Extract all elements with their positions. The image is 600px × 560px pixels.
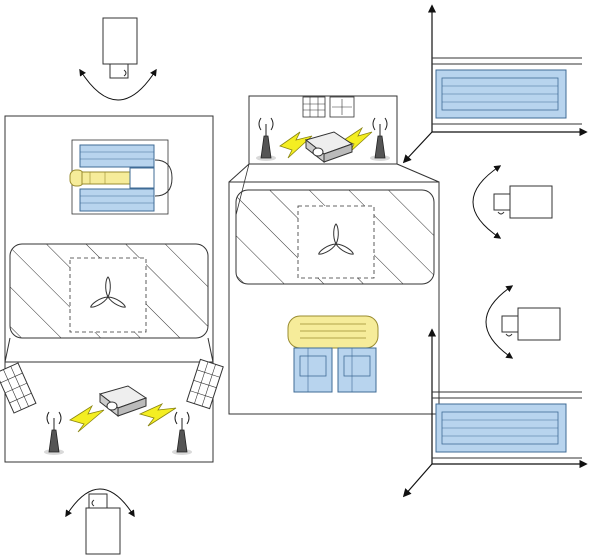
top-rail-block	[435, 69, 567, 119]
left-hatched-panel	[9, 243, 209, 339]
rotation-arrow	[79, 68, 157, 101]
left-system	[0, 115, 224, 463]
left-top-unit	[69, 139, 173, 215]
center-system	[228, 95, 440, 415]
bottom-rail-block	[435, 403, 567, 453]
left-frame	[4, 115, 214, 463]
rotation-arrow	[485, 285, 514, 359]
center-device	[304, 131, 354, 164]
center-bottom-unit	[287, 315, 379, 393]
center-top-frame	[248, 95, 398, 165]
wireless-signal-icon	[172, 411, 192, 455]
wireless-signal-icon	[256, 117, 276, 161]
wireless-signal-icon	[44, 411, 64, 455]
left-camera	[65, 488, 135, 555]
grid-icon	[302, 96, 326, 118]
lightning-icon	[138, 403, 177, 427]
right-upper-camera	[472, 165, 553, 239]
rotation-arrow	[472, 165, 502, 239]
fan-icon	[90, 276, 126, 308]
top-camera	[79, 17, 157, 101]
center-hatched-panel	[235, 189, 435, 285]
solar-panel-icon	[0, 362, 37, 414]
center-frame	[228, 181, 440, 415]
lightning-icon	[69, 404, 105, 433]
lightning-icon	[279, 131, 313, 159]
fan-icon	[318, 223, 354, 255]
wireless-signal-icon	[370, 117, 390, 161]
right-top-axes	[402, 4, 588, 164]
solar-panel-icon	[186, 358, 224, 410]
lightning-icon	[343, 126, 373, 153]
right-bottom-axes	[402, 328, 588, 498]
right-lower-camera	[485, 285, 561, 359]
crosshair-icon	[329, 96, 355, 118]
rotation-arrow	[65, 488, 135, 518]
left-device	[98, 385, 148, 418]
